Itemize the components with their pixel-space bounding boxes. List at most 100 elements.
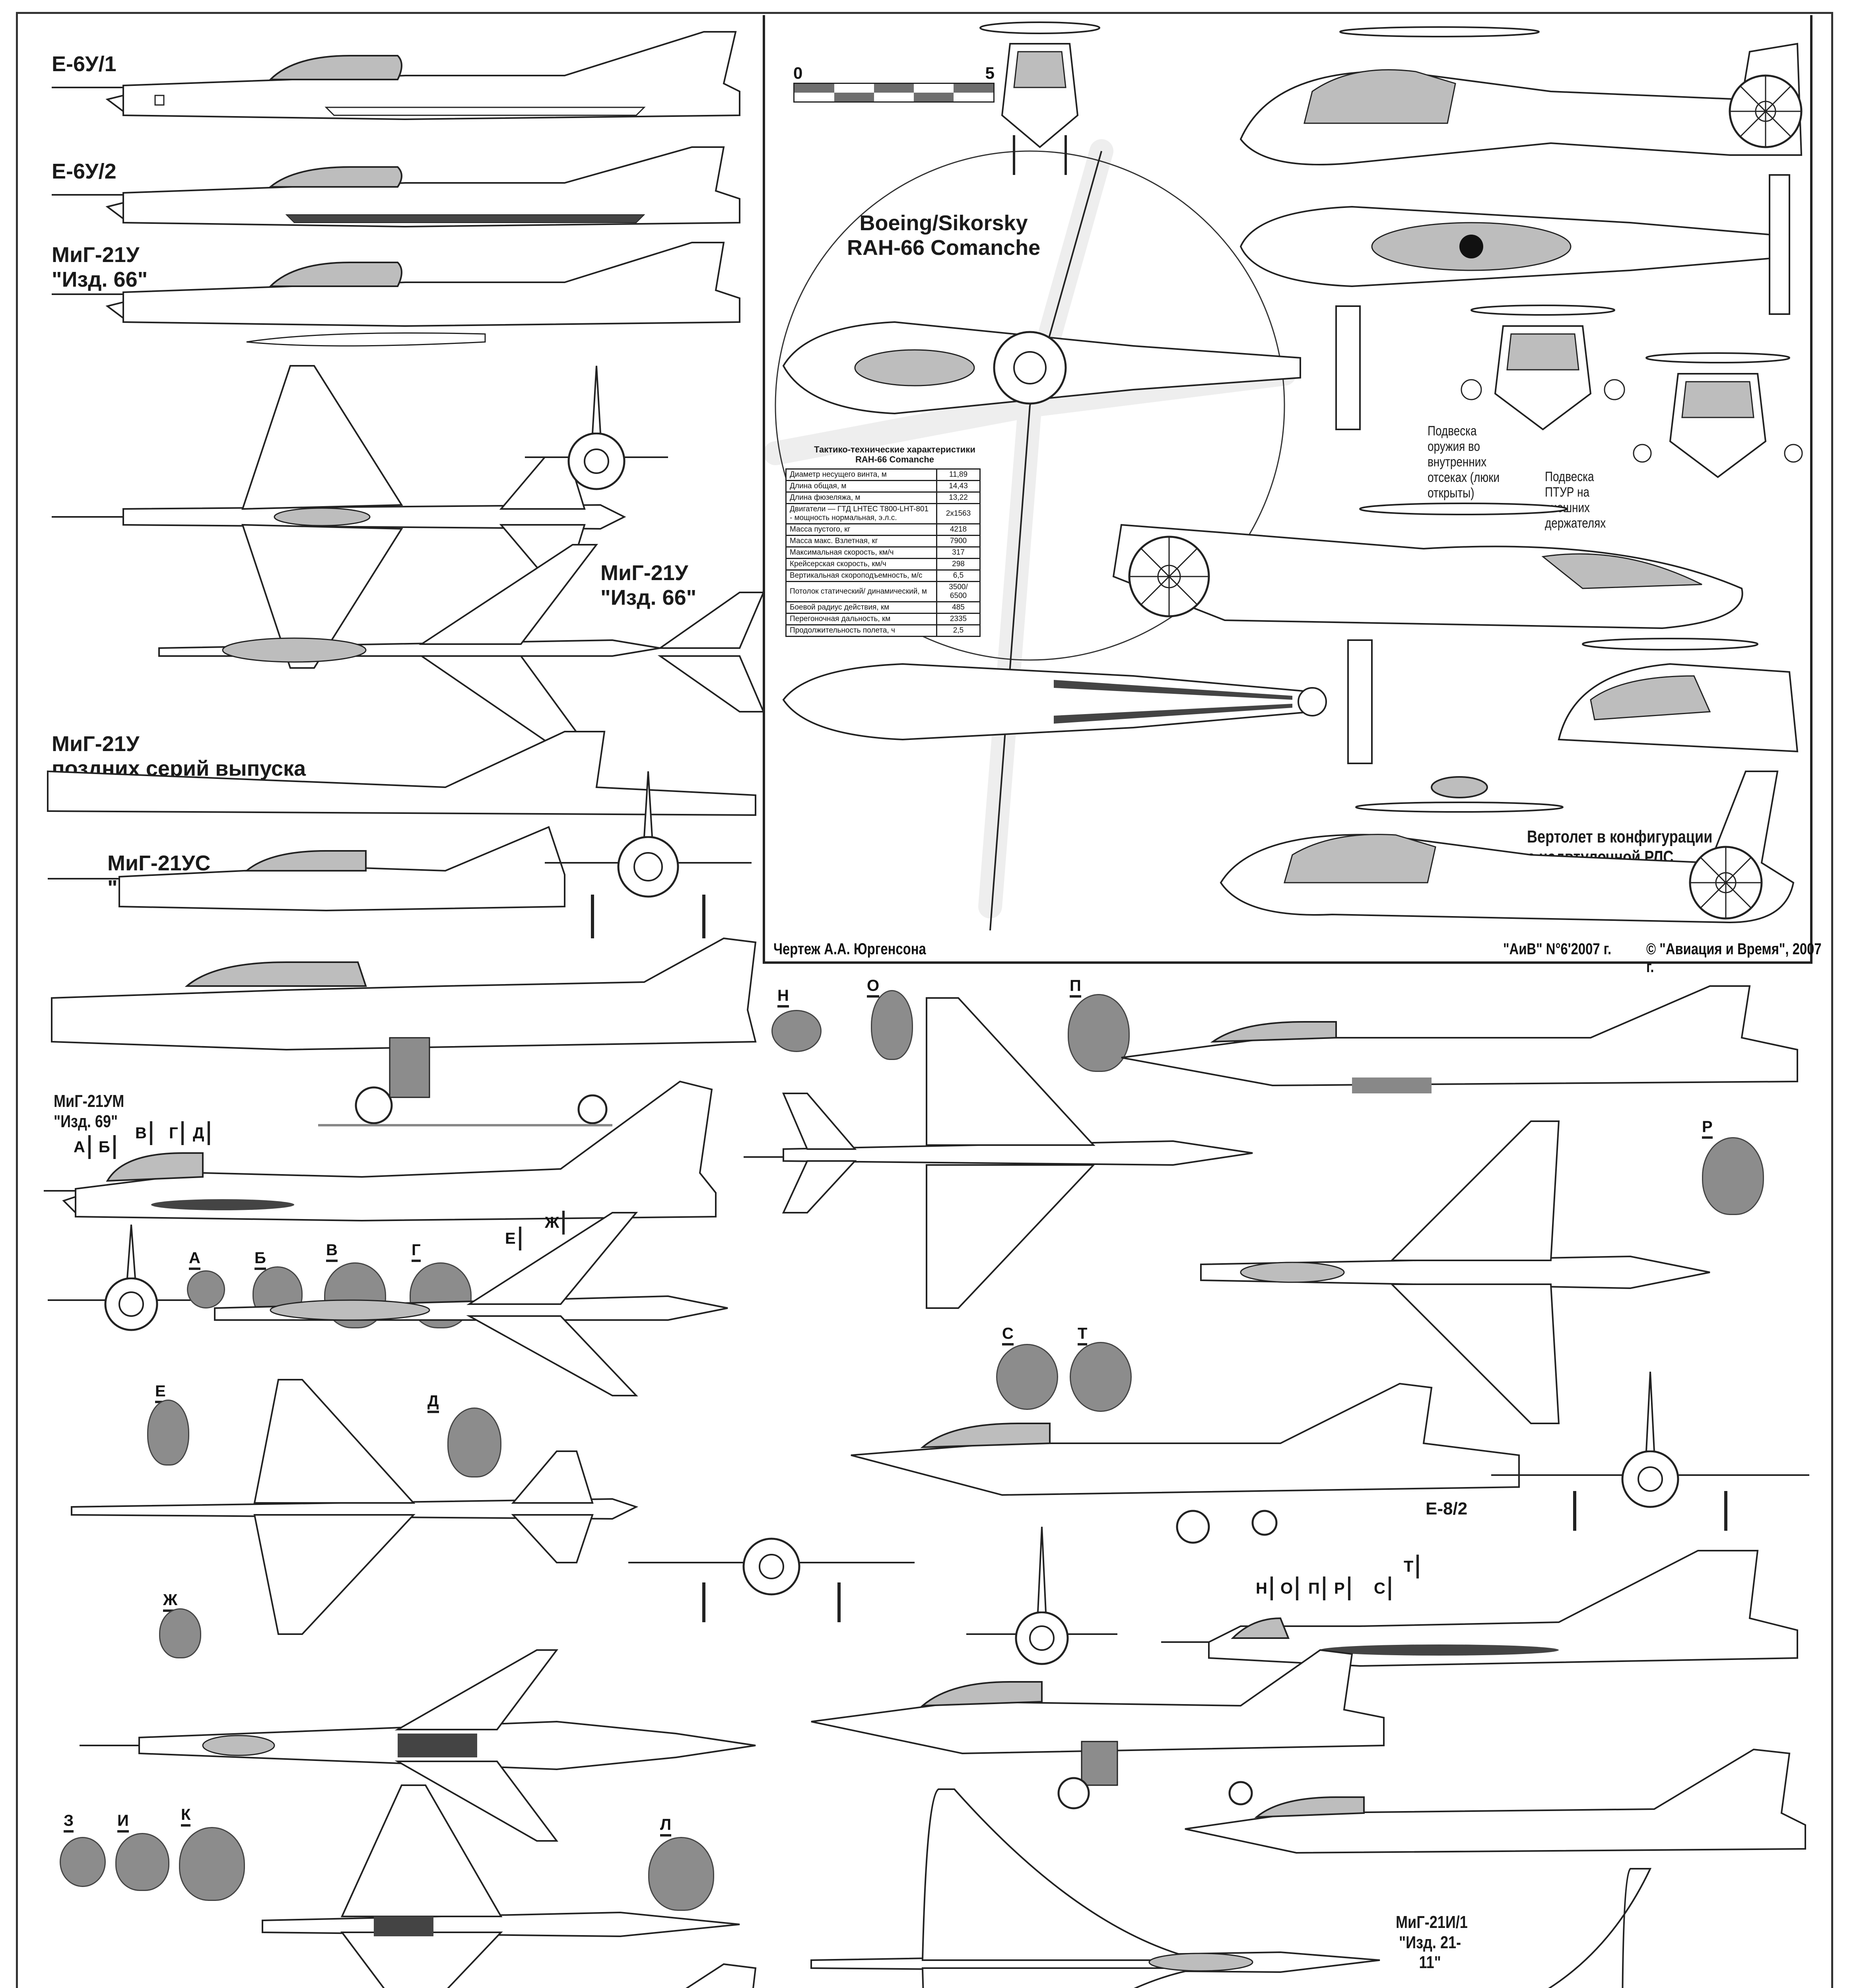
- label-e6u1: Е-6У/1: [52, 52, 117, 76]
- spec-row: Двигатели — ГТД LHTEC T800-LHT-801 - мощ…: [785, 503, 981, 524]
- cross-section-k: [179, 1827, 245, 1901]
- label-mig21u-66-a: МиГ-21У"Изд. 66": [52, 243, 148, 292]
- section-label-r: Р: [1702, 1117, 1713, 1139]
- e7pd-top-view: [80, 1649, 756, 1842]
- mig21u-66-side-view: [52, 242, 740, 347]
- helicopter-footer-issue: "АиВ" N°6'2007 г.: [1503, 940, 1612, 958]
- mig21u-plan-view: [52, 365, 626, 669]
- section-mark-g: Г: [169, 1121, 184, 1145]
- cross-section-o: [871, 990, 913, 1060]
- section-mark-e: Е: [505, 1227, 521, 1250]
- mig21u-front-view: [525, 365, 668, 490]
- section-mark-v: В: [135, 1121, 152, 1145]
- cross-section-p: [1068, 994, 1130, 1072]
- comanche-three-quarter-view: [1558, 638, 1799, 753]
- e8-2-side-view-gear: [851, 1382, 1520, 1544]
- e8-front-view-3: [966, 1526, 1117, 1665]
- section-label-l: Л: [660, 1815, 672, 1837]
- note-internal-weapons: Подвеска оружия во внутренних отсеках (л…: [1428, 423, 1500, 501]
- mig21u-66-top-view: [158, 544, 765, 760]
- label-mig21i1: МиГ-21И/1"Изд. 21-11": [1396, 1912, 1468, 1972]
- section-mark-a: А: [74, 1135, 91, 1159]
- section-label-t: Т: [1078, 1324, 1088, 1345]
- cross-section-r: [1702, 1137, 1764, 1215]
- comanche-front-view: [979, 21, 1100, 175]
- comanche-side-view-2: [1112, 503, 1743, 629]
- mig21us-front-view: [545, 771, 752, 938]
- section-label-p: П: [1070, 976, 1081, 998]
- comanche-side-view-1: [1239, 26, 1803, 165]
- cross-section-zh: [159, 1608, 201, 1658]
- section-mark-t: Т: [1404, 1555, 1419, 1578]
- cross-section-a: [187, 1270, 225, 1309]
- section-mark-zh: Ж: [545, 1211, 565, 1235]
- section-label-v: В: [326, 1241, 338, 1262]
- mig21u-late-side-view: [47, 731, 756, 816]
- comanche-radar-side-view: [1220, 771, 1795, 924]
- section-mark-b: Б: [99, 1135, 116, 1159]
- comanche-plan-view-left: [782, 305, 1361, 430]
- mig21us-side-view: [48, 826, 565, 912]
- mig21i1-bottom-view: [1548, 1868, 1652, 1988]
- helicopter-panel-frame: [763, 15, 1812, 964]
- comanche-bottom-view: [782, 639, 1373, 764]
- section-label-z: З: [64, 1811, 74, 1833]
- cross-section-z: [60, 1837, 106, 1887]
- label-e6u2: Е-6У/2: [52, 159, 117, 183]
- e8-side-view-sections: [1161, 1550, 1798, 1667]
- mig21um-plan-view: [71, 1379, 639, 1635]
- comanche-weapons-front-view: [1461, 305, 1625, 431]
- section-mark-s: С: [1374, 1576, 1391, 1600]
- section-label-d: Д: [427, 1392, 439, 1413]
- section-mark-o: О: [1280, 1576, 1299, 1600]
- cross-section-n: [771, 1010, 822, 1052]
- mig21um-top-view: [214, 1212, 728, 1396]
- cross-section-i: [115, 1833, 169, 1891]
- mig21i1-plan-view: [810, 1788, 1380, 1988]
- section-mark-n: Н: [1256, 1576, 1273, 1600]
- section-label-a: А: [189, 1248, 200, 1270]
- helicopter-title: Boeing/Sikorsky RAH-66 Comanche: [847, 211, 1041, 260]
- mig21-side-view-gear-center: [811, 1649, 1385, 1809]
- section-mark-d: Д: [193, 1121, 210, 1145]
- e8-top-view: [744, 997, 1253, 1309]
- section-label-k: К: [181, 1805, 191, 1827]
- comanche-ptur-front-view: [1633, 352, 1803, 478]
- cross-section-l: [648, 1837, 714, 1911]
- mig21i1-side-view: [1185, 1748, 1806, 1854]
- helicopter-footer-copyright: © "Авиация и Время", 2007 г.: [1646, 940, 1822, 976]
- label-mig21u-66-b: МиГ-21У"Изд. 66": [600, 561, 697, 610]
- e7pd-plan-view: [262, 1784, 740, 1988]
- section-label-n: Н: [777, 986, 789, 1008]
- e8-2-front-view: [1491, 1371, 1809, 1531]
- cross-section-e: [147, 1400, 189, 1466]
- label-mig21um: МиГ-21УМ"Изд. 69": [54, 1091, 124, 1131]
- sheet-frame: [16, 12, 1833, 1988]
- section-label-g: Г: [412, 1241, 421, 1262]
- e8-front-view-2: [628, 1538, 915, 1622]
- comanche-top-view: [1239, 174, 1790, 315]
- section-label-i: И: [117, 1811, 129, 1833]
- cross-section-t: [1070, 1342, 1132, 1412]
- section-mark-r: Р: [1334, 1576, 1350, 1600]
- section-label-o: О: [867, 976, 880, 998]
- spec-table-title: Тактико-технические характеристики RAH-6…: [814, 445, 975, 465]
- mig21um-side-view-sections: [44, 1080, 717, 1222]
- section-label-s: С: [1002, 1324, 1014, 1345]
- cross-section-s: [996, 1344, 1058, 1410]
- e8-plan-view: [1200, 1120, 1710, 1424]
- mig21um-side-view-gear: [51, 937, 757, 1126]
